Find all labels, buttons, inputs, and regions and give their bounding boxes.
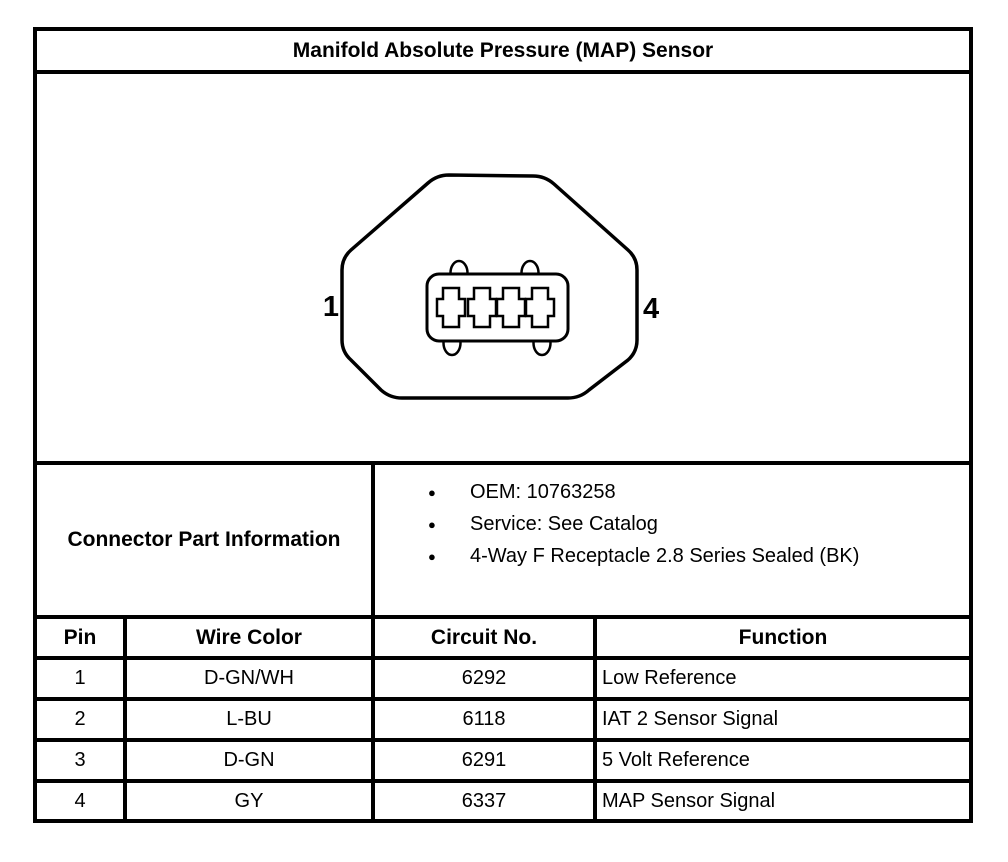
- part-info-list: ● OEM: 10763258 ● Service: See Catalog ●…: [375, 465, 969, 615]
- connector-spec-sheet: Manifold Absolute Pressure (MAP) Sensor …: [33, 27, 973, 823]
- cell-wire-color: D-GN: [127, 742, 375, 779]
- cell-function: 5 Volt Reference: [602, 749, 750, 771]
- pin-table-header: Pin Wire Color Circuit No. Function: [37, 619, 969, 660]
- bullet-icon: ●: [428, 548, 436, 564]
- part-info-item-text: OEM: 10763258: [470, 480, 616, 503]
- bullet-icon: ●: [428, 516, 436, 532]
- table-row: 4 GY 6337 MAP Sensor Signal: [37, 783, 969, 819]
- header-function: Function: [738, 625, 828, 649]
- part-info-item-text: 4-Way F Receptacle 2.8 Series Sealed (BK…: [470, 544, 860, 567]
- table-row: 2 L-BU 6118 IAT 2 Sensor Signal: [37, 701, 969, 742]
- part-info-item: ● Service: See Catalog: [428, 508, 965, 540]
- cell-function: MAP Sensor Signal: [602, 789, 776, 812]
- cell-function: IAT 2 Sensor Signal: [602, 708, 779, 730]
- terminal-cavity-3: [495, 286, 527, 329]
- table-row: 3 D-GN 6291 5 Volt Reference: [37, 742, 969, 783]
- cell-wire-color: GY: [127, 783, 375, 819]
- connector-face-drawing: 1 4: [323, 173, 659, 400]
- cell-wire-color: D-GN/WH: [127, 660, 375, 697]
- header-circuit-no: Circuit No.: [375, 619, 597, 656]
- bullet-icon: ●: [428, 484, 436, 500]
- cell-circuit-no: 6337: [375, 783, 597, 819]
- part-info-item: ● 4-Way F Receptacle 2.8 Series Sealed (…: [428, 540, 965, 572]
- cell-function: Low Reference: [602, 667, 737, 689]
- terminal-cavity-1: [435, 286, 467, 329]
- cell-pin: 2: [37, 701, 127, 738]
- cell-wire-color: L-BU: [127, 701, 375, 738]
- sheet-title: Manifold Absolute Pressure (MAP) Sensor: [37, 31, 969, 74]
- cell-circuit-no: 6118: [375, 701, 597, 738]
- table-row: 1 D-GN/WH 6292 Low Reference: [37, 660, 969, 701]
- terminal-cavity-2: [466, 286, 498, 329]
- header-wire-color: Wire Color: [127, 619, 375, 656]
- terminal-cavity-4: [524, 286, 556, 329]
- part-info-item: ● OEM: 10763258: [428, 476, 965, 508]
- cell-pin: 1: [37, 660, 127, 697]
- connector-diagram-section: 1 4: [37, 74, 969, 465]
- header-pin: Pin: [37, 619, 127, 656]
- pin-1-label: 1: [323, 291, 339, 323]
- cell-circuit-no: 6291: [375, 742, 597, 779]
- part-info-row: Connector Part Information ● OEM: 107632…: [37, 465, 969, 619]
- part-info-label: Connector Part Information: [37, 465, 375, 615]
- cell-pin: 4: [37, 783, 127, 819]
- part-info-item-text: Service: See Catalog: [470, 512, 658, 535]
- cell-circuit-no: 6292: [375, 660, 597, 697]
- cell-pin: 3: [37, 742, 127, 779]
- pin-4-label: 4: [643, 293, 659, 325]
- pin-table: Pin Wire Color Circuit No. Function 1 D-…: [37, 619, 969, 819]
